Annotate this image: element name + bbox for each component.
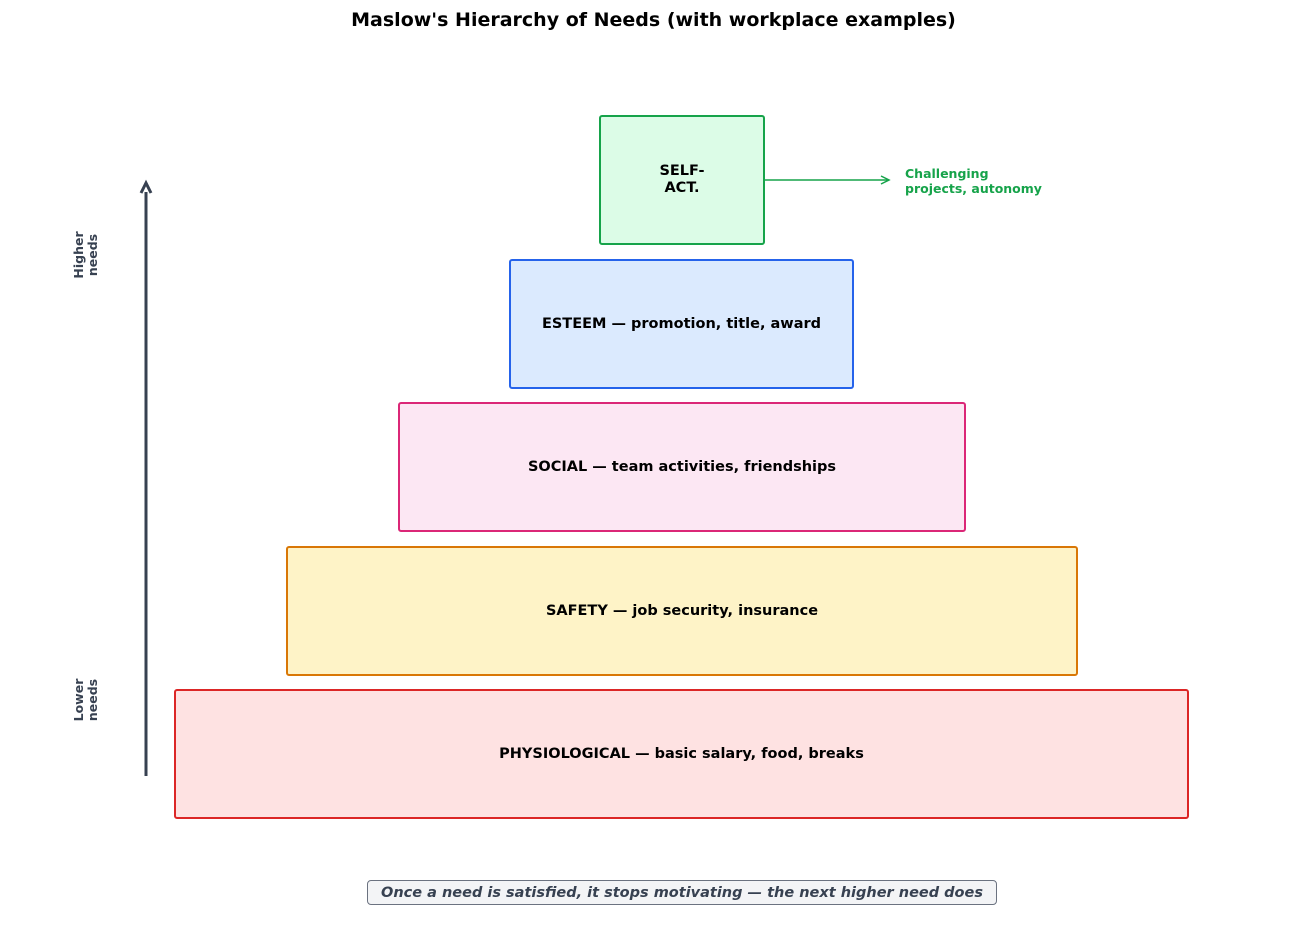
- level-physiological-label: PHYSIOLOGICAL — basic salary, food, brea…: [499, 745, 864, 762]
- level-social: SOCIAL — team activities, friendships: [398, 402, 966, 532]
- diagram-title: Maslow's Hierarchy of Needs (with workpl…: [351, 9, 956, 31]
- level-physiological: PHYSIOLOGICAL — basic salary, food, brea…: [174, 689, 1189, 819]
- level-safety-label: SAFETY — job security, insurance: [545, 602, 819, 619]
- level-social-label: SOCIAL — team activities, friendships: [527, 458, 837, 475]
- level-esteem-label: ESTEEM — promotion, title, award: [541, 315, 822, 332]
- footer-note: Once a need is satisfied, it stops motiv…: [367, 880, 997, 905]
- callout-arrowhead: [880, 175, 891, 185]
- level-esteem: ESTEEM — promotion, title, award: [509, 259, 854, 389]
- level-safety: SAFETY — job security, insurance: [286, 546, 1078, 676]
- level-self-actualization: SELF- ACT.: [599, 115, 765, 245]
- vertical-axis-arrowhead: [139, 179, 153, 194]
- level-self-actualization-label: SELF- ACT.: [659, 163, 705, 196]
- axis-label-higher-needs: Higher needs: [71, 231, 101, 279]
- self-actualization-callout: Challenging projects, autonomy: [905, 166, 1042, 196]
- axis-label-lower-needs: Lower needs: [71, 678, 101, 722]
